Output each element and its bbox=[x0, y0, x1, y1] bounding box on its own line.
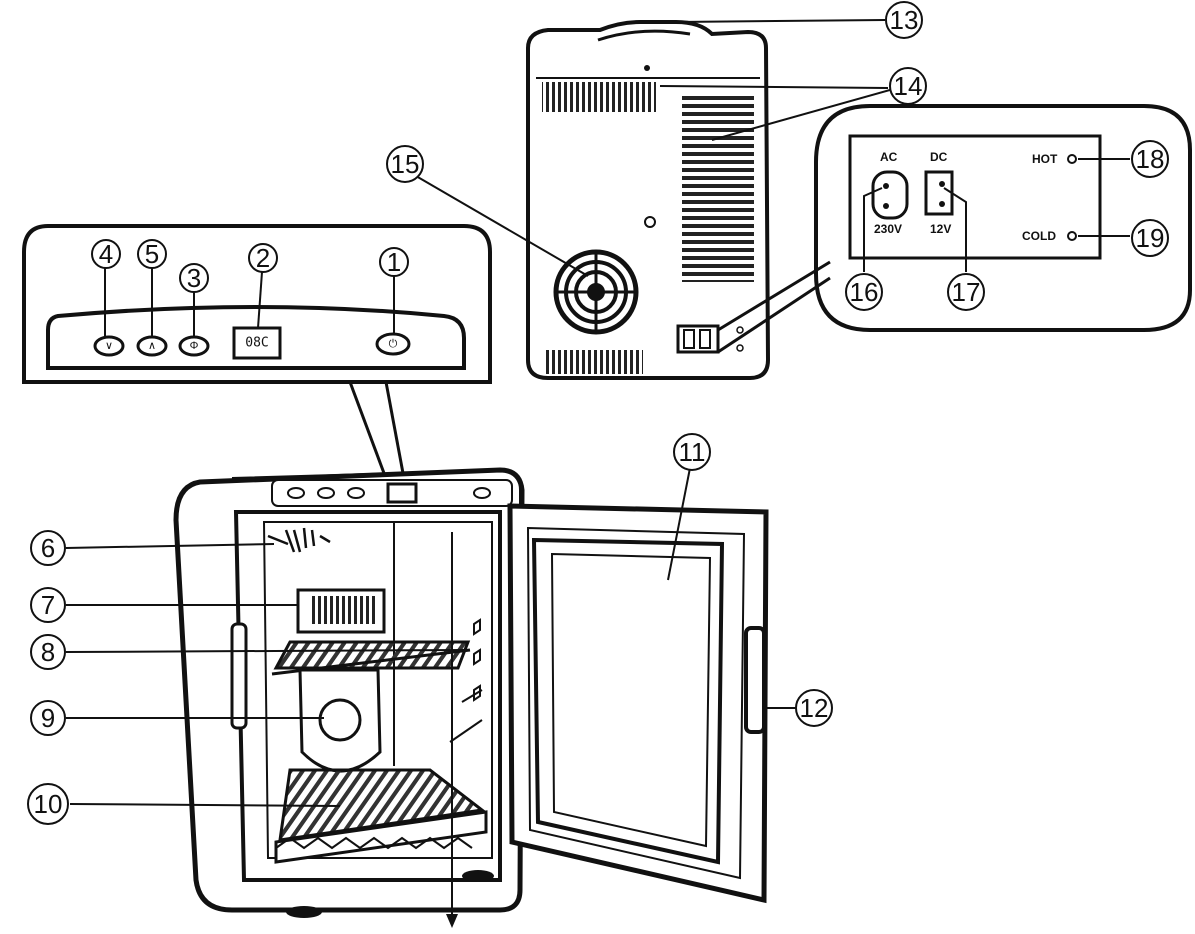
svg-text:7: 7 bbox=[41, 590, 55, 620]
shelf bbox=[273, 640, 471, 670]
ac-voltage: 230V bbox=[874, 222, 902, 236]
mode-button-icon: Φ bbox=[178, 335, 210, 357]
callout-15: 15 bbox=[386, 145, 424, 183]
callout-7: 7 bbox=[30, 587, 66, 623]
rear-panel-zoom: AC DC 230V 12V HOT COLD bbox=[717, 104, 1192, 354]
dc-label: DC bbox=[930, 150, 948, 164]
svg-text:13: 13 bbox=[890, 5, 919, 35]
rear-side-vent bbox=[682, 92, 754, 282]
open-door bbox=[507, 503, 769, 904]
dc-socket-icon bbox=[924, 170, 954, 216]
callout-16: 16 bbox=[845, 273, 883, 311]
svg-text:4: 4 bbox=[99, 239, 113, 269]
svg-text:17: 17 bbox=[952, 277, 981, 307]
dc-voltage: 12V bbox=[930, 222, 951, 236]
callout-4: 4 bbox=[91, 239, 121, 269]
svg-text:15: 15 bbox=[391, 149, 420, 179]
svg-text:∨: ∨ bbox=[105, 340, 113, 352]
svg-text:14: 14 bbox=[894, 71, 923, 101]
ac-socket-icon bbox=[871, 170, 909, 220]
svg-text:5: 5 bbox=[145, 239, 159, 269]
leader-lines bbox=[65, 19, 1130, 807]
callout-numbers: 1 2 3 4 5 6 7 8 bbox=[27, 1, 1169, 825]
svg-text:∧: ∧ bbox=[148, 340, 156, 352]
interior-light-icon bbox=[267, 527, 331, 553]
temperature-display: 08C bbox=[245, 336, 268, 351]
svg-text:6: 6 bbox=[41, 533, 55, 563]
svg-text:16: 16 bbox=[850, 277, 879, 307]
svg-text:3: 3 bbox=[187, 263, 201, 293]
callout-6: 6 bbox=[30, 530, 66, 566]
svg-text:12: 12 bbox=[800, 693, 829, 723]
up-button-icon: ∧ bbox=[136, 335, 168, 357]
callout-12: 12 bbox=[795, 689, 833, 727]
front-view bbox=[173, 467, 525, 928]
svg-text:18: 18 bbox=[1136, 144, 1165, 174]
bottom-tray bbox=[278, 768, 486, 842]
callout-2: 2 bbox=[248, 243, 278, 273]
callout-19: 19 bbox=[1131, 219, 1169, 257]
rear-bottom-vent bbox=[545, 350, 643, 374]
callout-13: 13 bbox=[885, 1, 923, 39]
down-arrow-icon bbox=[446, 914, 458, 928]
svg-text:19: 19 bbox=[1136, 223, 1165, 253]
svg-text:8: 8 bbox=[41, 637, 55, 667]
callout-1: 1 bbox=[379, 247, 409, 277]
door-handle bbox=[744, 626, 766, 734]
svg-text:11: 11 bbox=[679, 437, 706, 467]
cold-indicator-icon bbox=[1067, 231, 1077, 241]
callout-3: 3 bbox=[179, 263, 209, 293]
hot-label: HOT bbox=[1032, 152, 1058, 166]
callout-8: 8 bbox=[30, 634, 66, 670]
callout-5: 5 bbox=[137, 239, 167, 269]
svg-text:⏻: ⏻ bbox=[389, 338, 398, 350]
svg-text:10: 10 bbox=[34, 789, 63, 819]
svg-text:2: 2 bbox=[256, 243, 270, 273]
callout-17: 17 bbox=[947, 273, 985, 311]
svg-text:1: 1 bbox=[387, 247, 401, 277]
power-button-icon: ⏻ bbox=[375, 332, 411, 356]
callout-14: 14 bbox=[889, 67, 927, 105]
callout-9: 9 bbox=[30, 700, 66, 736]
down-button-icon: ∨ bbox=[93, 335, 125, 357]
cold-label: COLD bbox=[1022, 229, 1056, 243]
callout-11: 11 bbox=[673, 433, 711, 471]
rear-view bbox=[526, 20, 771, 380]
rear-top-vent bbox=[542, 82, 656, 112]
rear-fan-icon bbox=[553, 249, 639, 335]
hot-indicator-icon bbox=[1067, 154, 1077, 164]
ac-label: AC bbox=[880, 150, 898, 164]
svg-text:9: 9 bbox=[41, 703, 55, 733]
svg-text:Φ: Φ bbox=[190, 340, 199, 352]
callout-10: 10 bbox=[27, 783, 69, 825]
rear-socket-panel bbox=[676, 324, 744, 354]
side-handle-left bbox=[230, 622, 248, 730]
callout-18: 18 bbox=[1131, 140, 1169, 178]
